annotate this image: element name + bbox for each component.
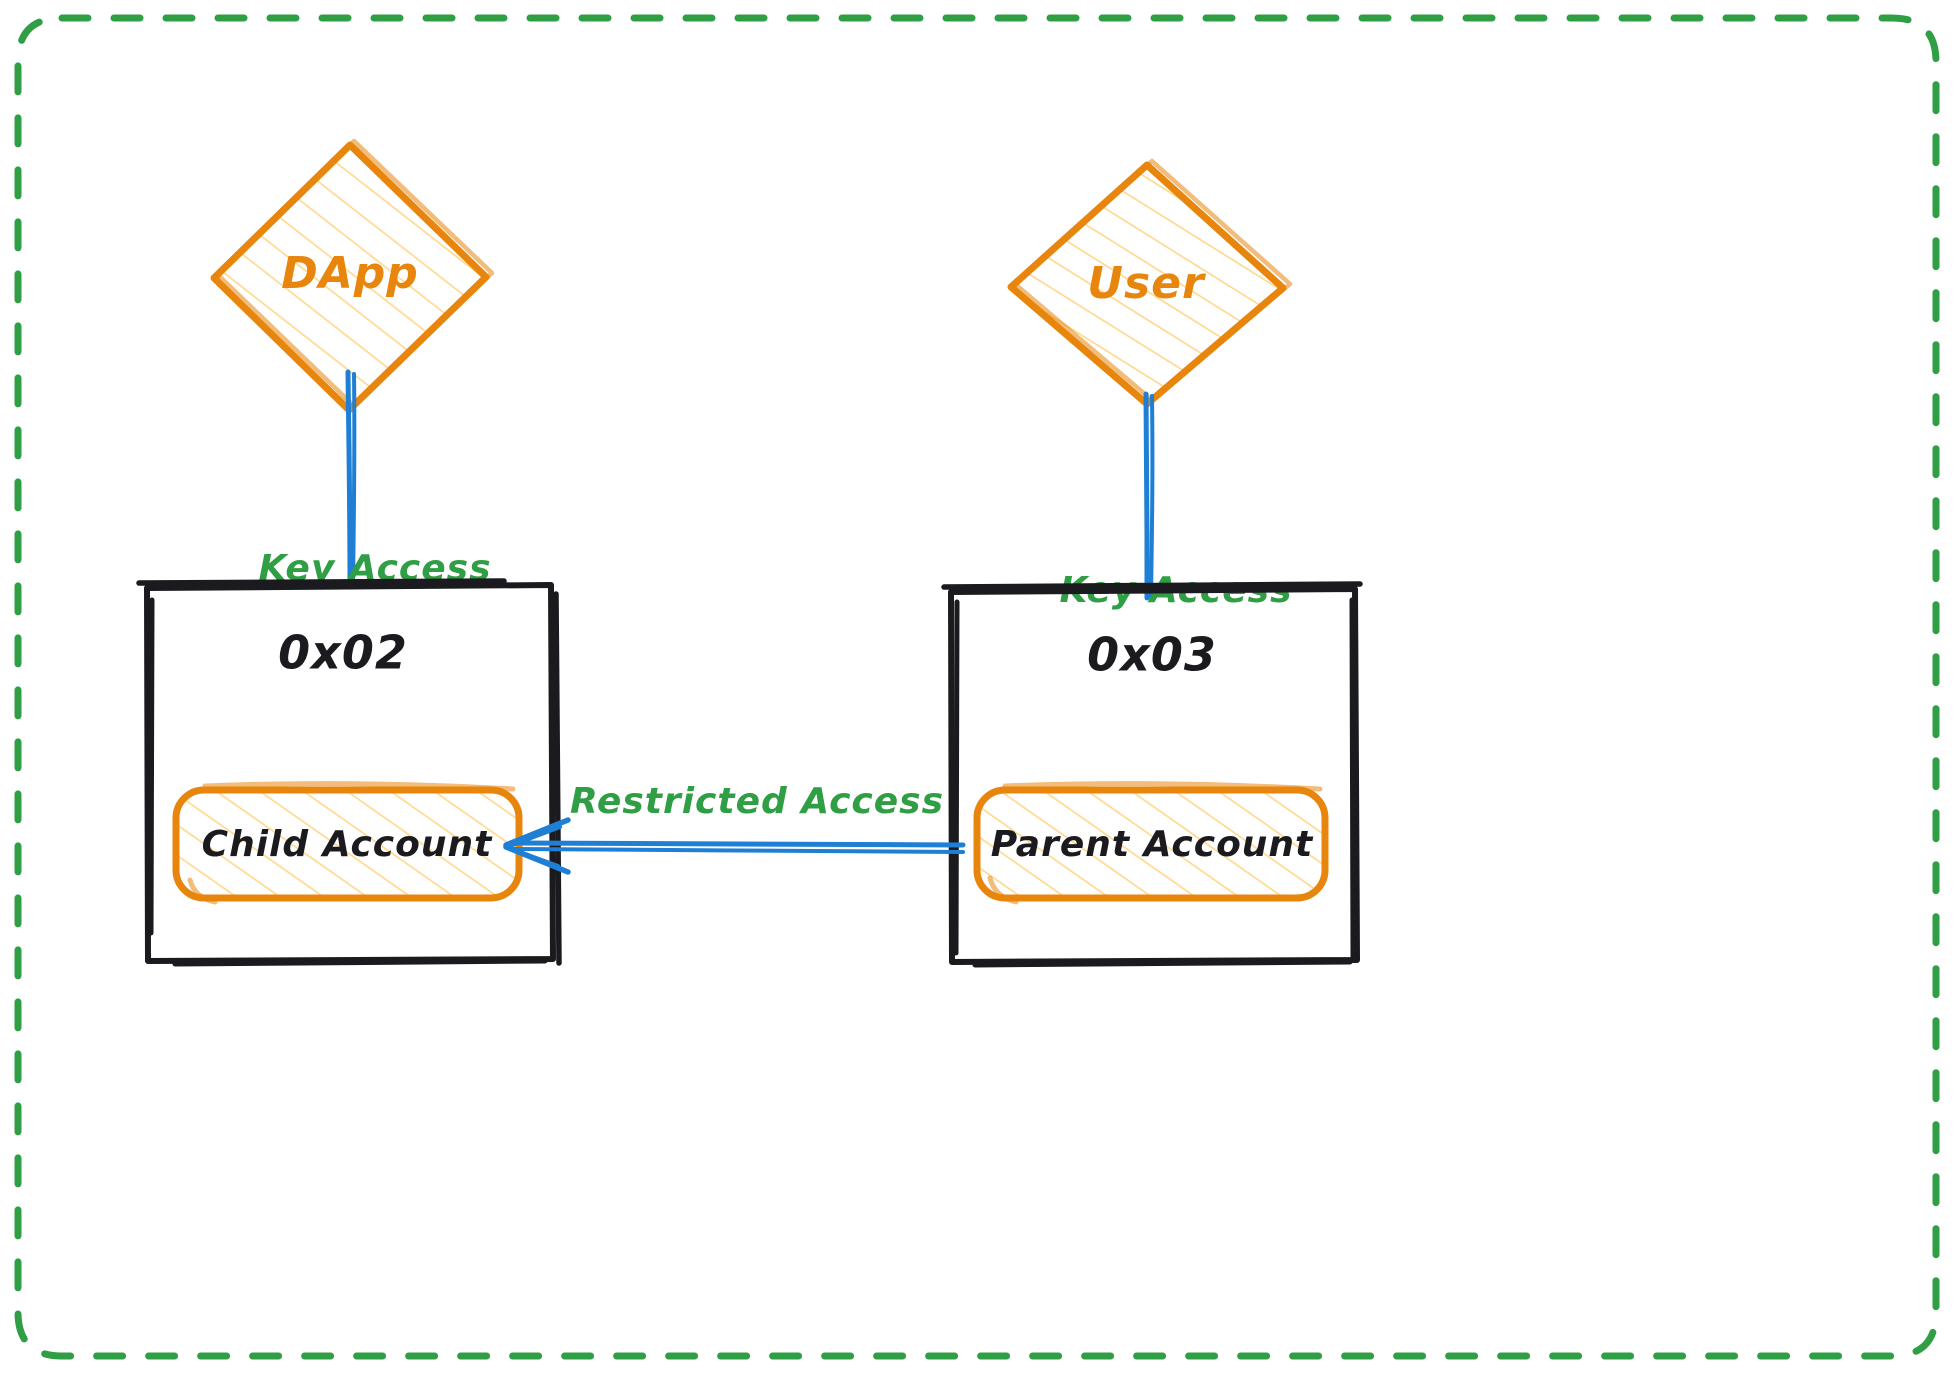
parent-pill-outline <box>973 786 1329 902</box>
node-child-pill[interactable]: Child Account <box>170 781 530 905</box>
edge-label-restricted-access: Restricted Access <box>570 781 944 822</box>
parent-box-right-overshoot <box>1349 597 1356 960</box>
parent-pill-corner-sketch <box>987 875 1019 905</box>
parent-pill-label: Parent Account <box>991 824 1314 865</box>
user-parent-line-2 <box>1149 394 1155 599</box>
parent-box-bottom-overshoot <box>972 959 1353 968</box>
parent-box-left-overshoot <box>953 599 960 956</box>
parent-box-top-overshoot <box>941 581 1363 590</box>
dapp-child-line-2 <box>351 372 357 586</box>
edge-parent-to-child[interactable]: Restricted Access <box>503 781 966 875</box>
user-label: User <box>1087 258 1206 309</box>
dapp-child-line-1 <box>345 369 353 588</box>
child-pill-hatch-fill <box>176 790 519 898</box>
node-parent-pill[interactable]: Parent Account <box>970 781 1335 905</box>
parent-pill-top-sketch <box>1002 781 1323 792</box>
child-box-left-overshoot <box>148 597 155 936</box>
parent-box-outline <box>948 586 1360 965</box>
child-box-right-overshoot <box>553 591 562 966</box>
restricted-arrowhead-upper-2 <box>508 825 562 848</box>
child-box-outline <box>144 582 556 964</box>
child-box-top-overshoot <box>136 578 507 586</box>
restricted-arrowhead-upper <box>503 817 571 848</box>
node-child-box[interactable]: 0x02 <box>136 578 562 967</box>
restricted-shaft-1 <box>513 840 966 848</box>
parent-pill-hatch-fill <box>977 790 1325 898</box>
child-box-address: 0x02 <box>278 626 408 680</box>
restricted-arrowhead-lower-2 <box>507 846 560 868</box>
edge-user-to-parent[interactable]: Key Access <box>1059 391 1292 611</box>
node-user[interactable]: User <box>1000 155 1295 415</box>
child-pill-label: Child Account <box>202 824 493 865</box>
child-pill-top-sketch <box>202 781 516 792</box>
parent-box-address: 0x03 <box>1087 628 1217 682</box>
child-pill-corner-sketch <box>187 877 218 905</box>
child-box-bottom-overshoot <box>172 958 548 967</box>
node-parent-box[interactable]: 0x03 <box>941 581 1363 968</box>
frame-border <box>14 14 1940 1360</box>
user-parent-line-1 <box>1143 391 1150 601</box>
dapp-label: DApp <box>281 248 419 299</box>
restricted-shaft-2 <box>512 847 965 854</box>
edge-dapp-to-child[interactable]: Key Access <box>258 369 491 589</box>
